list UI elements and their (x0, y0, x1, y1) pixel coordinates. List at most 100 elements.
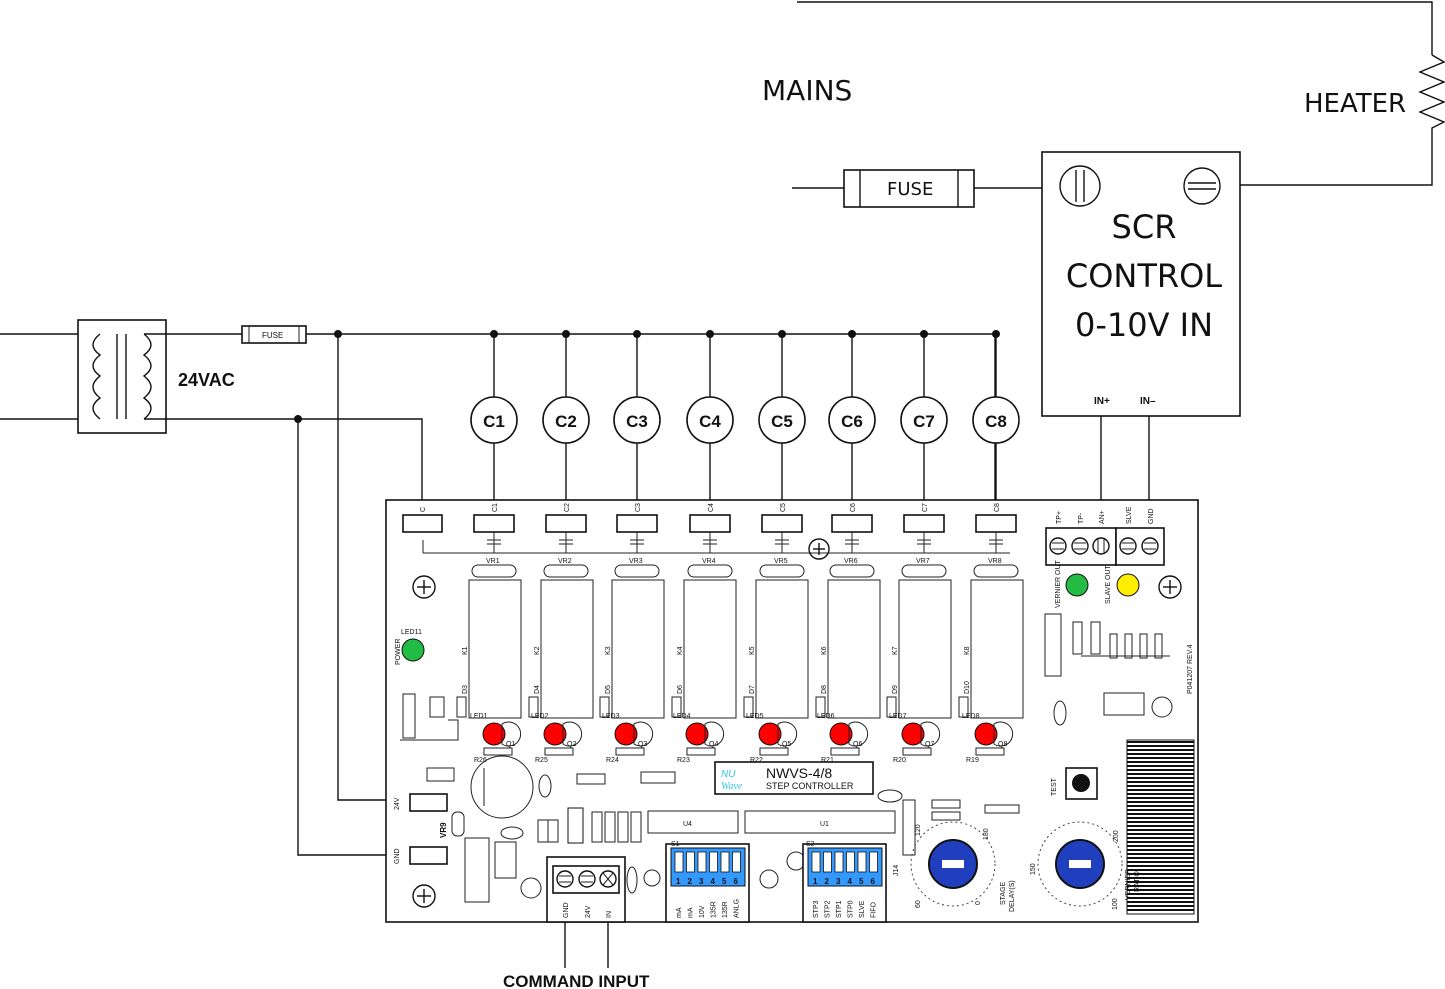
contactor-label: C3 (626, 412, 648, 431)
diode (886, 696, 897, 718)
relay-label: K8 (964, 646, 971, 655)
diode (599, 696, 610, 718)
brand-logo-bottom: Wave (721, 781, 743, 792)
varistor (901, 564, 947, 578)
terminal-gnd-label: GND (394, 848, 401, 864)
relay-label: K3 (605, 646, 612, 655)
supply-fuse-label: FUSE (262, 331, 283, 340)
s1-switch-key[interactable] (697, 851, 707, 873)
vac-label: 24VAC (178, 370, 235, 390)
vr-label: VR2 (558, 558, 572, 565)
resistor (830, 747, 860, 756)
resistor (975, 747, 1005, 756)
s1-label: S1 (671, 841, 680, 848)
resistor-label: R20 (893, 757, 906, 764)
stage-delay-pot[interactable] (910, 821, 996, 907)
s1-switch-key[interactable] (709, 851, 718, 873)
s1-switch-number: 2 (688, 877, 693, 886)
s1-switch-key[interactable] (686, 851, 695, 873)
s2-switch-key[interactable] (857, 851, 867, 873)
relay-k8 (970, 579, 1024, 719)
brand-plate: NU Wave NWVS-4/8 STEP CONTROLLER (714, 761, 874, 795)
transistor-label: Q8 (998, 741, 1007, 748)
relay-terminal (831, 514, 873, 533)
transistor (562, 721, 583, 747)
test-button[interactable] (1065, 767, 1098, 800)
terminal-gnd (409, 846, 448, 865)
s1-switch-key[interactable] (720, 851, 730, 873)
command-terminal-label: 24V (585, 905, 592, 918)
s2-switch-function: STP0 (848, 900, 855, 918)
varistor (614, 564, 660, 578)
s2-switch-number: 2 (825, 877, 830, 886)
diode-label: D9 (892, 685, 899, 694)
output-terminal-block (1045, 527, 1165, 566)
led-label: LED3 (602, 713, 620, 720)
scr-label: SCR (1112, 208, 1177, 246)
vr-label: VR6 (844, 558, 858, 565)
power-led-label: POWER (395, 639, 402, 665)
s1-switch-function: 135R (722, 901, 729, 918)
terminal-24v (409, 793, 448, 812)
relay-k6 (827, 579, 881, 719)
terminal-label: TP- (1078, 512, 1085, 524)
s1-switch-key[interactable] (674, 851, 684, 873)
channel-led (829, 722, 853, 746)
transformer (77, 319, 167, 434)
resistor (902, 747, 932, 756)
relay-terminal-label: C6 (850, 503, 857, 512)
s2-switch-function: STP1 (836, 900, 843, 918)
s2-switch-number: 3 (836, 877, 841, 886)
relay-label: K4 (677, 646, 684, 655)
diode-label: D7 (749, 685, 756, 694)
resistor-label: R19 (966, 757, 979, 764)
s2-switch-key[interactable] (823, 851, 832, 873)
vernier-ratio-pot[interactable] (1037, 821, 1123, 907)
relay-k7 (898, 579, 952, 719)
contactor-label: C5 (771, 412, 793, 431)
s2-switch-number: 4 (848, 877, 853, 886)
s2-switch-key[interactable] (869, 851, 878, 873)
board-subtitle: STEP CONTROLLER (766, 781, 854, 791)
board-title: NWVS-4/8 (766, 765, 832, 781)
vernier-tick-label: 150 (1030, 863, 1037, 875)
s2-switch-key[interactable] (811, 851, 821, 873)
transistor (501, 721, 522, 747)
scr-in-minus-label: IN– (1140, 396, 1156, 407)
s1-switch-function: mA (676, 907, 683, 918)
s1-switch-key[interactable] (732, 851, 741, 873)
slave-out-label: SLAVE OUT (1105, 565, 1112, 604)
mains-label: MAINS (762, 74, 852, 107)
mains-fuse: FUSE (843, 169, 975, 208)
terminal-label: TP+ (1056, 511, 1063, 524)
transistor-label: Q1 (506, 741, 515, 748)
supply-fuse: FUSE (241, 325, 307, 344)
s2-switch-function: STP3 (813, 900, 820, 918)
diode-label: D3 (462, 685, 469, 694)
diode (671, 696, 682, 718)
relay-label: K2 (534, 646, 541, 655)
s1-switch-number: 6 (734, 877, 739, 886)
s1-switch-number: 5 (722, 877, 727, 886)
command-terminal-label: GND (563, 902, 570, 918)
relay-terminal-label: C2 (564, 503, 571, 512)
resistor (544, 747, 574, 756)
s2-switch-key[interactable] (834, 851, 844, 873)
relay-terminal (975, 514, 1017, 533)
relay-k4 (683, 579, 737, 719)
s2-switch-key[interactable] (846, 851, 855, 873)
relay-terminal (616, 514, 658, 533)
resistor (759, 747, 789, 756)
channel-led (482, 722, 506, 746)
scr-screw-terminal-1 (1059, 165, 1101, 207)
s1-switch-function: mA (688, 907, 695, 918)
vr-label: VR5 (774, 558, 788, 565)
transistor-label: Q2 (567, 741, 576, 748)
relay-label: K1 (462, 646, 469, 655)
